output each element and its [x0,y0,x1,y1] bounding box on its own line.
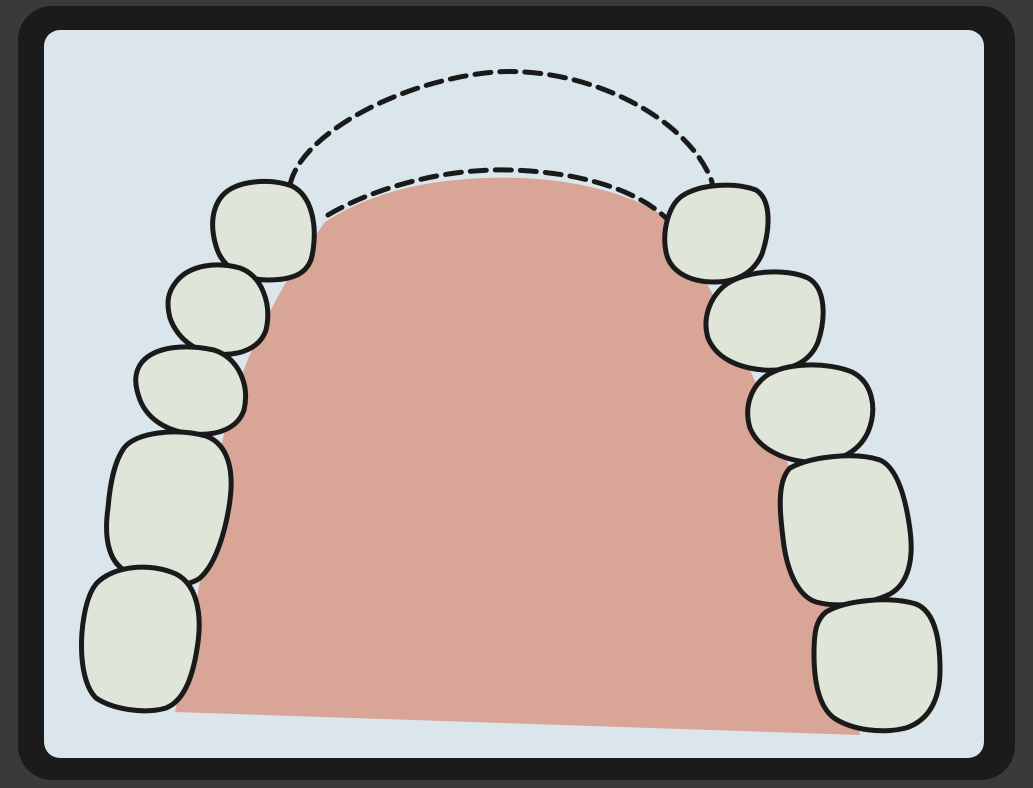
tooth-l4 [107,432,232,584]
tooth-r4 [780,456,911,605]
tooth-l3 [136,347,246,434]
tooth-r3 [748,365,873,462]
tooth-r5 [814,600,940,731]
tooth-r2 [706,272,823,370]
tooth-r1 [665,185,768,282]
tooth-l2 [168,265,268,354]
tooth-l5 [82,567,200,711]
